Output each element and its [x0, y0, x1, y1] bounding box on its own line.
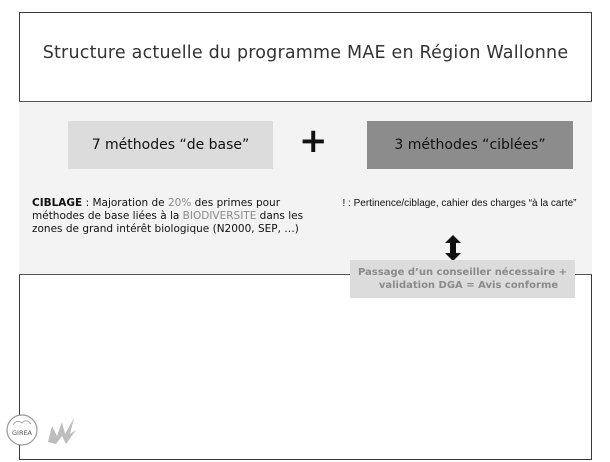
slide-title: Structure actuelle du programme MAE en R…: [42, 43, 569, 63]
wallonie-logo-icon: [48, 418, 76, 444]
ciblage-text-1: : Majoration de: [82, 197, 168, 209]
box-methodes-ciblees: 3 méthodes “ciblées”: [367, 121, 573, 169]
girea-logo: GIREA: [6, 414, 38, 446]
ciblage-text-2: des primes pour méthodes de base liées à…: [32, 197, 281, 222]
slide: Structure actuelle du programme MAE en R…: [19, 12, 592, 460]
ciblage-percent: 20%: [167, 197, 192, 209]
content-panel: 7 méthodes “de base” + 3 méthodes “ciblé…: [19, 101, 592, 298]
conseiller-box: Passage d’un conseiller nécessaire + val…: [350, 260, 575, 298]
box-methodes-de-base: 7 méthodes “de base”: [68, 121, 273, 169]
plus-sign: +: [299, 121, 328, 161]
girea-logo-text: GIREA: [12, 429, 33, 437]
ciblage-paragraph: CIBLAGE : Majoration de 20% des primes p…: [32, 197, 322, 236]
ciblage-biodiversite: BIODIVERSITE: [182, 210, 257, 222]
conseiller-line-1: Passage d’un conseiller nécessaire +: [358, 267, 567, 278]
note-pertinence: ! : Pertinence/ciblage, cahier des charg…: [342, 198, 577, 209]
ciblage-keyword: CIBLAGE: [32, 197, 83, 209]
ciblage-text-3: dans les zones de grand intérêt biologiq…: [32, 210, 304, 235]
conseiller-line-2: validation DGA = Avis conforme: [378, 280, 559, 291]
logos: GIREA: [6, 414, 76, 446]
double-arrow-icon: [445, 235, 461, 261]
